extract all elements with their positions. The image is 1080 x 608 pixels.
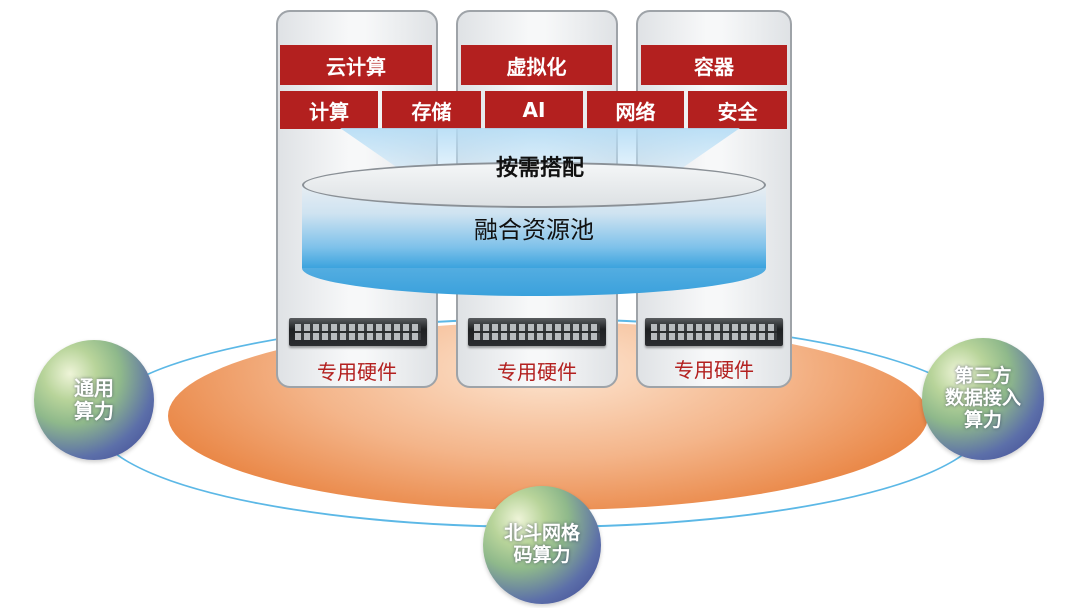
- label-virtualization: 虚拟化: [461, 45, 612, 85]
- hardware-label: 专用硬件: [674, 358, 754, 382]
- label-compute: 计算: [280, 91, 378, 129]
- third-party-line-2: 数据接入: [944, 387, 1021, 410]
- label-cloud-computing: 云计算: [280, 45, 432, 85]
- hardware-label: 专用硬件: [317, 360, 397, 384]
- server-icon: [289, 318, 427, 346]
- third-party-compute-node: 第三方 数据接入 算力: [922, 338, 1044, 460]
- third-party-line-3: 算力: [963, 408, 1002, 431]
- pool-label: 融合资源池: [474, 216, 594, 244]
- label-network: 网络: [587, 91, 684, 129]
- label-storage: 存储: [382, 91, 481, 129]
- third-party-line-1: 第三方: [954, 365, 1012, 388]
- on-demand-label: 按需搭配: [495, 156, 584, 181]
- beidou-grid-compute-node: 北斗网格 码算力: [483, 486, 601, 604]
- server-icon: [645, 318, 783, 346]
- general-compute-line-2: 算力: [74, 399, 114, 423]
- pool-cylinder-top: [302, 162, 766, 208]
- general-compute-node: 通用 算力: [34, 340, 154, 460]
- beidou-line-1: 北斗网格: [503, 522, 580, 545]
- hardware-label: 专用硬件: [497, 360, 577, 384]
- beidou-line-2: 码算力: [513, 544, 571, 566]
- label-security: 安全: [688, 91, 787, 129]
- server-icon: [468, 318, 606, 346]
- general-compute-line-1: 通用: [74, 376, 114, 400]
- label-container: 容器: [641, 45, 787, 85]
- label-ai: AI: [485, 91, 583, 129]
